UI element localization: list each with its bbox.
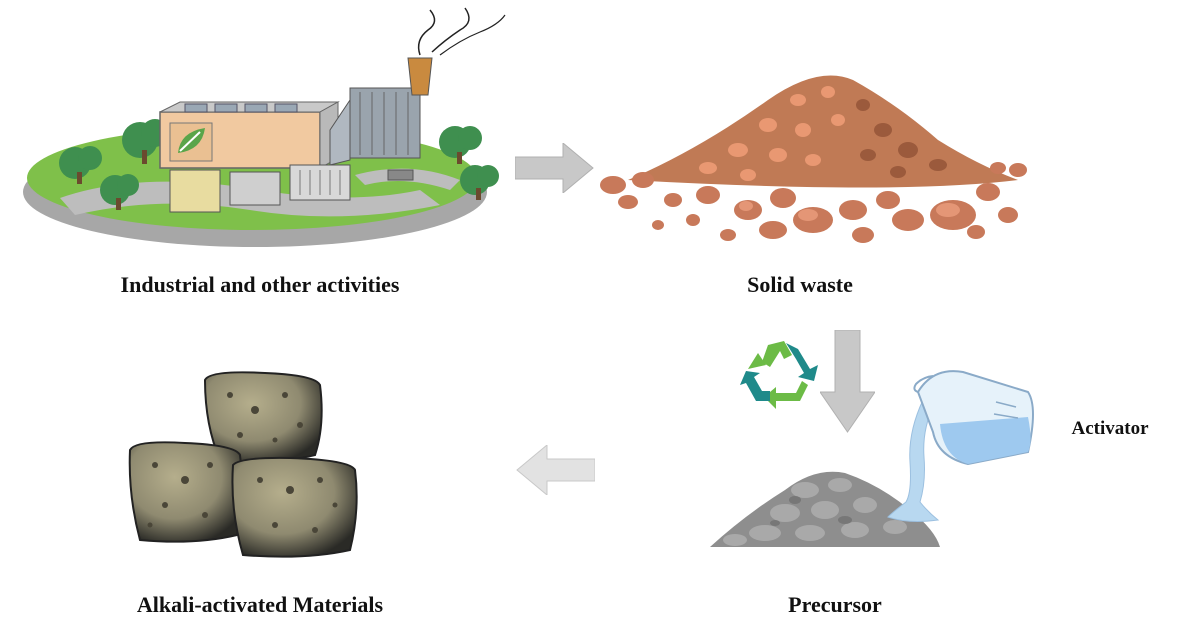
left-arrow-icon: [515, 445, 595, 495]
label-solid-waste: Solid waste: [747, 272, 853, 297]
down-arrow-icon: [820, 330, 875, 435]
right-arrow-icon: [515, 143, 595, 193]
waste-pile-illustration: [598, 60, 1048, 250]
label-activator: Activator: [1071, 418, 1149, 439]
label-precursor: Precursor: [788, 592, 882, 617]
beaker-pouring-icon: [878, 362, 1038, 532]
alkali-blocks-illustration: [125, 365, 365, 565]
factory-illustration: [20, 0, 520, 255]
label-industrial: Industrial and other activities: [120, 272, 400, 297]
recycle-icon: [740, 335, 825, 410]
precursor-pile-illustration: [705, 455, 945, 555]
label-alkali-materials: Alkali-activated Materials: [136, 592, 384, 617]
